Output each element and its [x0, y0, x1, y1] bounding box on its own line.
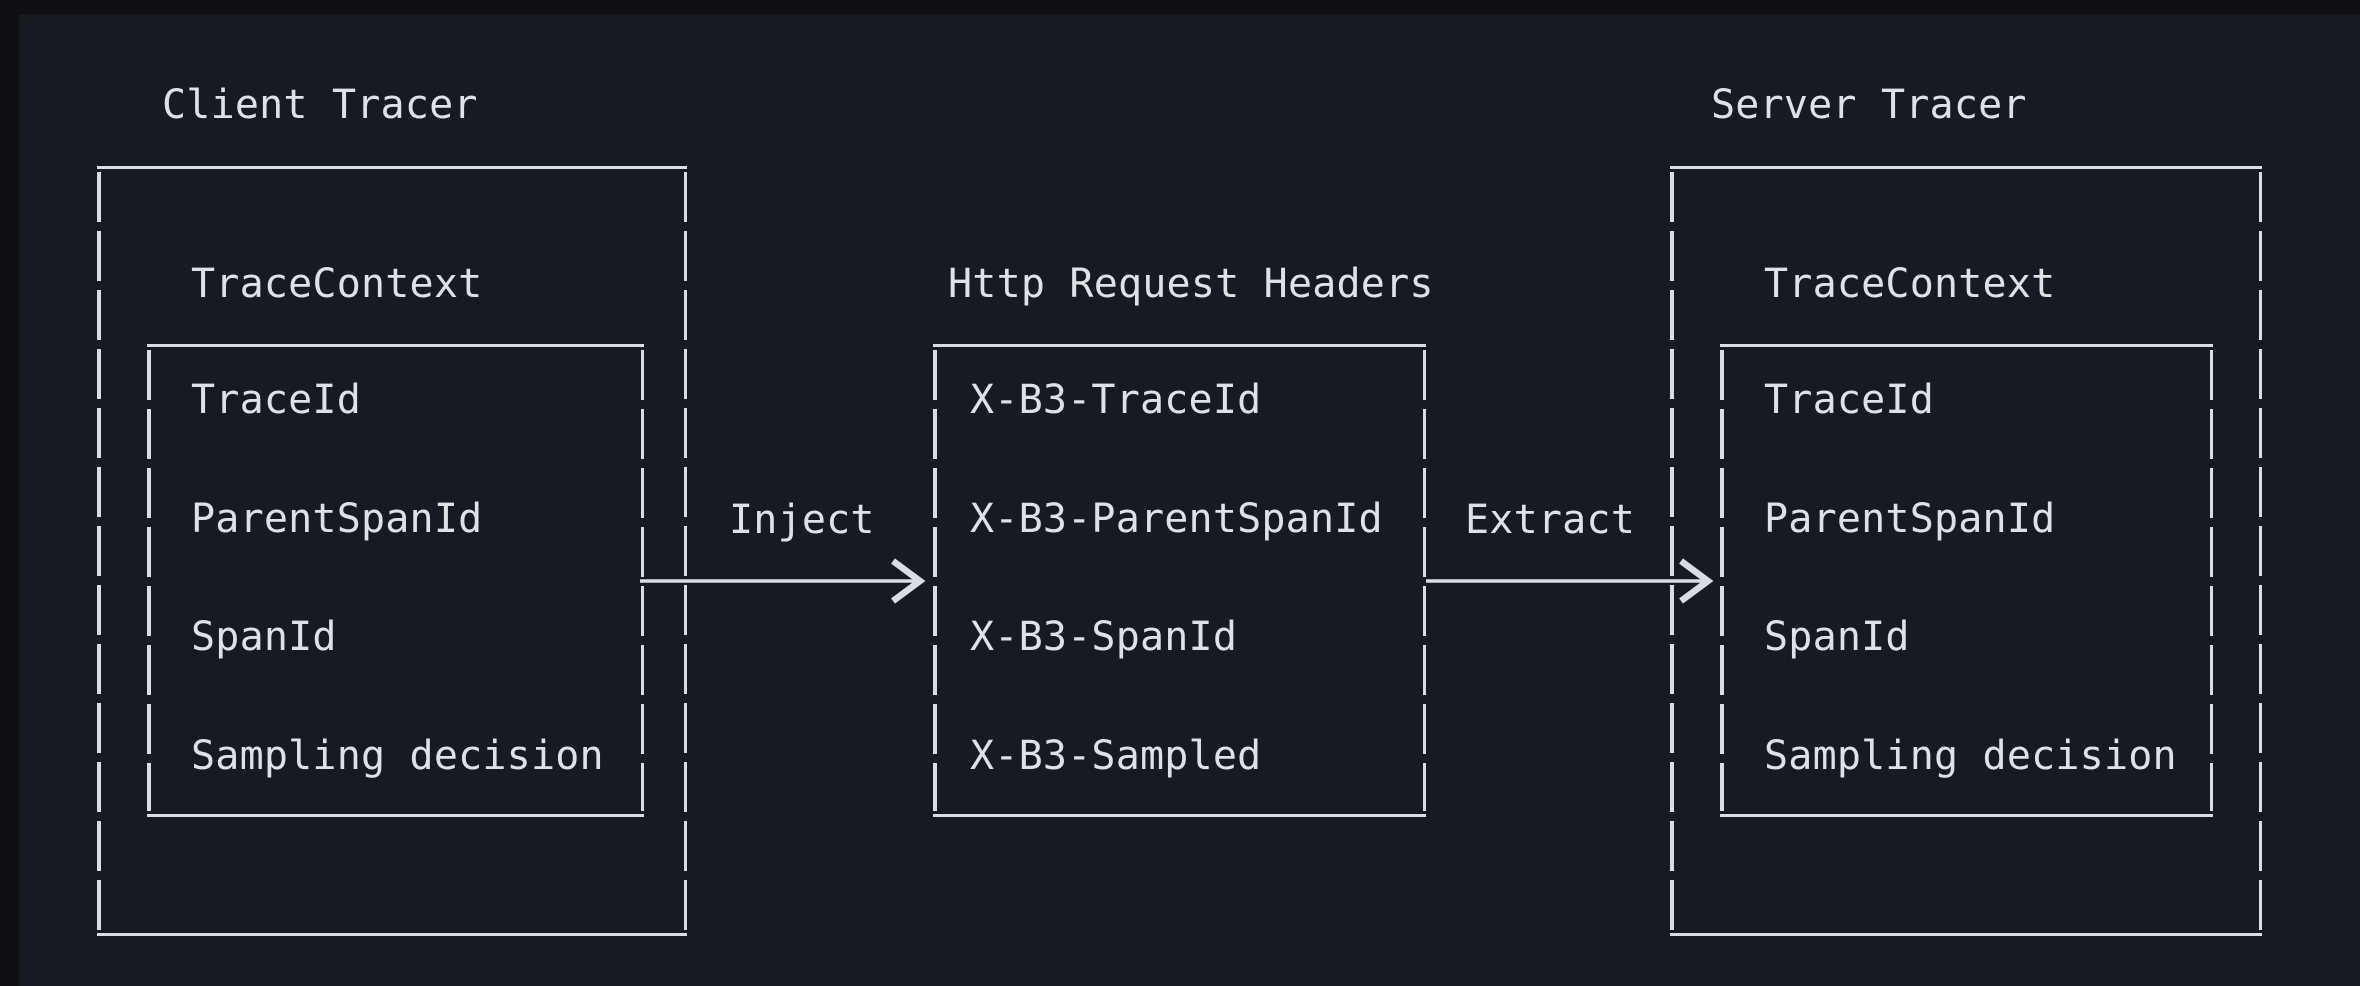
header-field-x-b3-parentspanid: X-B3-ParentSpanId	[970, 496, 1383, 542]
http-headers-title: Http Request Headers	[948, 261, 1434, 307]
http-headers-left-border	[933, 350, 937, 811]
diagram-canvas: Client Tracer TraceContext TraceId Paren…	[19, 14, 2360, 986]
server-tracecontext-box	[1720, 344, 2213, 817]
header-field-x-b3-spanid: X-B3-SpanId	[970, 614, 1238, 660]
arrowhead-right-icon	[891, 558, 926, 604]
server-tracer-title: Server Tracer	[1711, 82, 2027, 128]
extract-label: Extract	[1465, 497, 1635, 543]
server-box-right-border	[2258, 172, 2262, 930]
server-field-traceid: TraceId	[1764, 377, 1934, 423]
arrowhead-right-icon	[1679, 558, 1714, 604]
header-field-x-b3-sampled: X-B3-Sampled	[970, 733, 1262, 779]
server-field-sampling-decision: Sampling decision	[1764, 733, 2177, 779]
inject-arrow	[640, 558, 926, 604]
client-field-sampling-decision: Sampling decision	[191, 733, 604, 779]
server-tracecontext-right-border	[2209, 350, 2213, 811]
extract-arrow	[1426, 558, 1714, 604]
client-field-traceid: TraceId	[191, 377, 361, 423]
server-tracecontext-left-border	[1720, 350, 1724, 811]
client-box-left-border	[97, 172, 101, 930]
client-field-parentspanid: ParentSpanId	[191, 496, 483, 542]
client-field-spanid: SpanId	[191, 614, 337, 660]
header-field-x-b3-traceid: X-B3-TraceId	[970, 377, 1262, 423]
client-tracecontext-label: TraceContext	[191, 261, 483, 307]
inject-label: Inject	[729, 497, 875, 543]
client-tracecontext-left-border	[147, 350, 151, 811]
server-tracecontext-label: TraceContext	[1764, 261, 2056, 307]
server-field-spanid: SpanId	[1764, 614, 1910, 660]
http-headers-box	[933, 344, 1426, 817]
server-box-left-border	[1670, 172, 1674, 930]
http-headers-right-border	[1422, 350, 1426, 811]
client-tracer-box	[97, 166, 687, 936]
client-tracer-title: Client Tracer	[162, 82, 478, 128]
server-field-parentspanid: ParentSpanId	[1764, 496, 2056, 542]
client-box-right-border	[683, 172, 687, 930]
server-tracer-box	[1670, 166, 2262, 936]
